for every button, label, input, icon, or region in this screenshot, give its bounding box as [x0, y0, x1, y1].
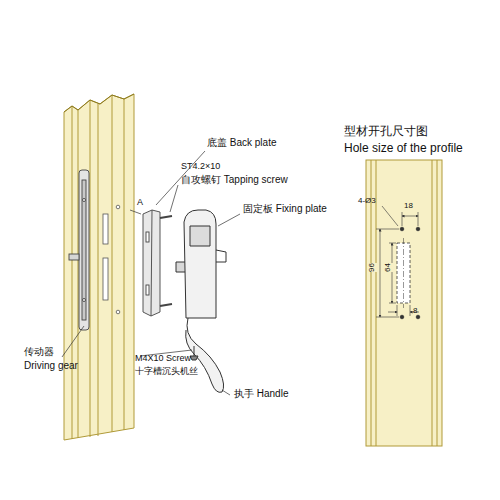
dimension-lines	[376, 206, 419, 317]
view-letter: A	[137, 198, 143, 208]
profile-section	[366, 160, 442, 446]
part-label: 自攻螺钉 Tapping screw	[181, 174, 288, 185]
window-profile	[64, 94, 134, 440]
part-label: 十字槽沉头机丝	[135, 367, 198, 377]
handle	[176, 210, 226, 392]
section-heading: 型材开孔尺寸图	[344, 125, 428, 138]
hole-spec: 4-Ø3	[358, 197, 376, 206]
screw-spec: M4X10 Screw	[135, 354, 191, 364]
part-label: 底盖 Back plate	[207, 137, 276, 148]
part-label: 执手 Handle	[234, 388, 288, 399]
hole-pattern	[397, 227, 420, 319]
driving-gear	[69, 170, 89, 330]
leader-lines	[62, 151, 240, 395]
dimension: 8	[413, 307, 417, 316]
section-heading: Hole size of the profile	[344, 142, 463, 155]
back-plate	[130, 210, 172, 316]
profile-slots	[103, 205, 120, 314]
dimension: 64	[384, 264, 393, 273]
part-label: 固定板 Fixing plate	[243, 203, 327, 214]
screw-spec: ST4.2×10	[181, 162, 220, 172]
part-label: Driving gear	[24, 360, 78, 371]
dimension: 18	[404, 202, 413, 211]
dimension: 96	[368, 264, 377, 273]
part-label: 传动器	[24, 346, 54, 357]
